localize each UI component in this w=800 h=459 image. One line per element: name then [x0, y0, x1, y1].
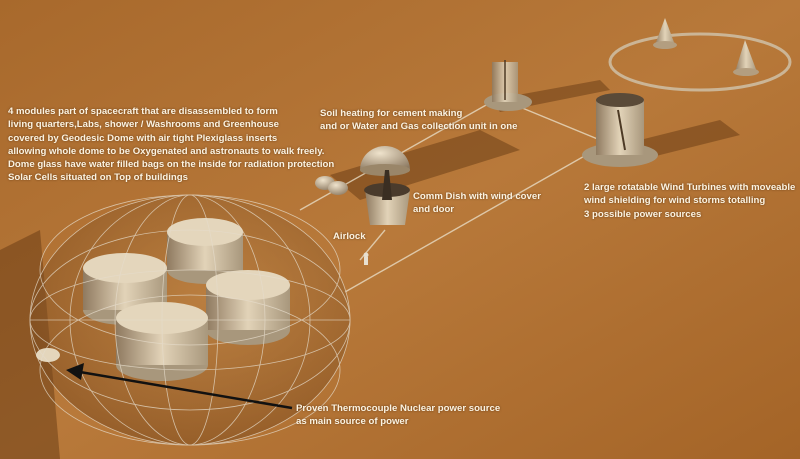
annotation-line: 2 large rotatable Wind Turbines with mov… — [584, 182, 796, 193]
far-structures — [608, 18, 792, 92]
nuclear-annotation: Proven Thermocouple Nuclear power source… — [296, 402, 500, 429]
annotation-line: 3 possible power sources — [584, 208, 702, 220]
wind-turbine-large — [582, 93, 658, 167]
astronaut — [363, 252, 369, 265]
annotation-line: allowing whole dome to be Oxygenated and… — [8, 145, 325, 157]
comm-dish — [364, 170, 410, 225]
soil-heating-annotation: Soil heating for cement making and or Wa… — [320, 107, 517, 134]
annotation-line: and door — [413, 204, 455, 216]
dome-grid — [29, 194, 351, 446]
annotation-line: Proven Thermocouple Nuclear power source — [296, 403, 501, 414]
annotation-line: Soil heating for cement making — [320, 108, 463, 119]
annotation-line: Dome glass have water filled bags on the… — [8, 159, 335, 171]
wind-turbine-small — [484, 60, 532, 111]
nuclear-arrow — [66, 363, 293, 410]
annotation-line: 4 modules part of spacecraft that are di… — [8, 106, 278, 117]
geodesic-dome — [29, 194, 351, 446]
annotation-line: Comm Dish with wind cover — [413, 191, 541, 202]
annotation-line: living quarters,Labs, shower / Washrooms… — [8, 119, 279, 131]
modules-annotation: 4 modules part of spacecraft that are di… — [8, 105, 334, 185]
comm-dish-annotation: Comm Dish with wind cover and door — [413, 190, 541, 217]
annotation-line: Solar Cells situated on Top of buildings — [8, 172, 188, 184]
annotation-line: wind shielding for wind storms totalling — [584, 195, 766, 207]
airlock-annotation: Airlock — [333, 231, 366, 242]
annotation-line: covered by Geodesic Dome with air tight … — [8, 132, 278, 144]
wind-turbines-annotation: 2 large rotatable Wind Turbines with mov… — [584, 181, 795, 221]
annotation-line: as main source of power — [296, 416, 409, 428]
annotation-line: and or Water and Gas collection unit in … — [320, 121, 518, 133]
